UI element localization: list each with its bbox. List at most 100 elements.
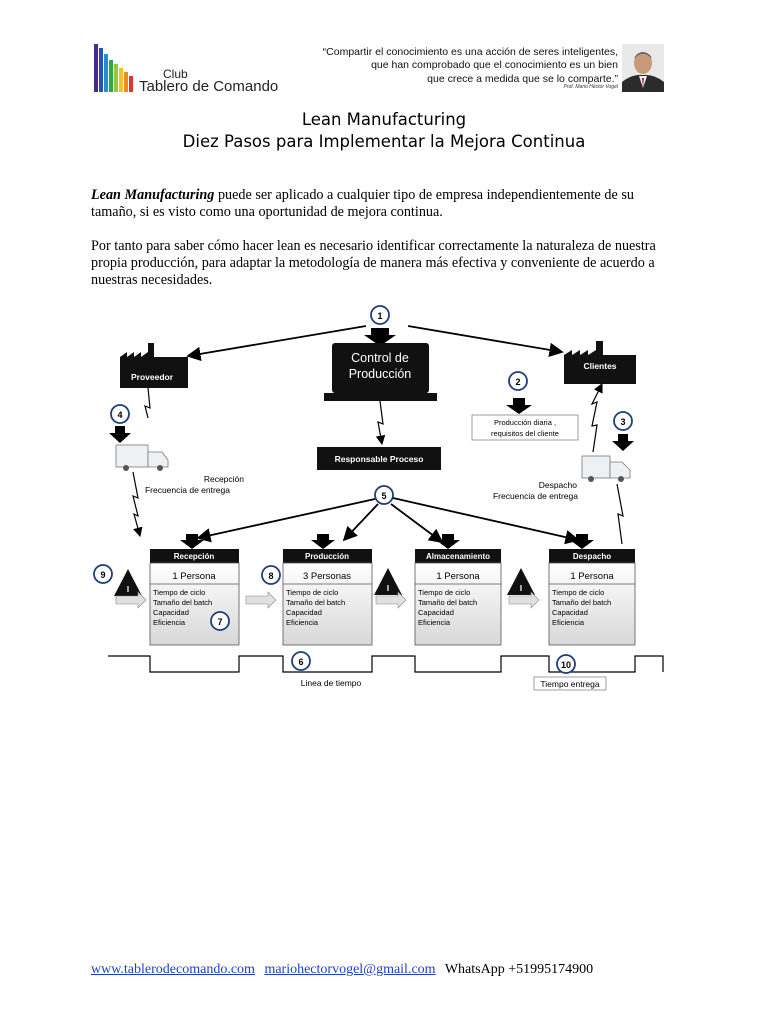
step-badge <box>374 485 394 505</box>
step-badge <box>508 371 528 391</box>
clientes-label: Clientes <box>583 361 616 371</box>
process-name: Recepción <box>174 552 215 561</box>
inventory-triangle-icon <box>374 568 402 595</box>
control-base <box>324 393 437 401</box>
step-number: 2 <box>515 377 520 387</box>
email-link[interactable]: mariohectorvogel@gmail.com <box>264 962 436 977</box>
process-name: Despacho <box>573 552 611 561</box>
logo-club-text: Club <box>163 67 188 81</box>
lean-flow-diagram: Control de Producción Proveedor Clientes… <box>88 300 678 700</box>
down-arrow-icon <box>180 534 204 549</box>
process-name: Producción <box>305 552 349 561</box>
push-arrow-icon <box>375 591 407 609</box>
push-arrow-icon <box>115 591 147 609</box>
step-badge <box>556 654 576 674</box>
timeline-label: Linea de tiempo <box>301 678 362 688</box>
page-title: Lean Manufacturing <box>301 110 467 129</box>
process-people: 1 Persona <box>172 571 216 582</box>
proveedor-label: Proveedor <box>131 372 174 382</box>
push-arrow-icon <box>508 591 540 609</box>
metric-label: Tamaño del batch <box>552 598 611 607</box>
metric-label: Tamaño del batch <box>286 598 345 607</box>
process-produccion: Producción 3 Personas Tiempo de ciclo Ta… <box>282 549 373 646</box>
control-box <box>332 343 429 393</box>
info-flow-line <box>590 382 603 453</box>
connector-line <box>186 325 367 362</box>
step-number: 6 <box>298 657 303 667</box>
connector-line <box>196 498 376 543</box>
step-number: 4 <box>117 410 122 420</box>
intro-text: puede ser aplicado a cualquier tipo de e… <box>91 187 634 220</box>
intro-emphasis: Lean Manufacturing <box>91 187 215 203</box>
quote-author: Prof. Mario Héctor Vogel <box>563 84 618 90</box>
metric-label: Eficiencia <box>418 618 451 627</box>
step-number: 7 <box>217 617 222 627</box>
metric-label: Capacidad <box>418 608 454 617</box>
step-number: 1 <box>377 311 382 321</box>
down-arrow-icon <box>436 534 460 549</box>
produccion-diaria-box <box>471 414 579 441</box>
inventory-mark: I <box>387 584 389 593</box>
step-badge <box>210 611 230 631</box>
inventory-triangle-icon <box>114 569 142 596</box>
connector-line <box>342 503 379 542</box>
step-number: 9 <box>100 570 105 580</box>
connector-line <box>390 503 444 544</box>
factory-icon <box>120 343 188 388</box>
step-number: 10 <box>561 660 571 670</box>
info-flow-line <box>144 387 151 419</box>
responsable-label: Responsable Proceso <box>335 454 424 464</box>
website-link[interactable]: www.tablerodecomando.com <box>91 962 255 977</box>
connector-line <box>407 325 564 358</box>
footer: www.tablerodecomando.com mariohectorvoge… <box>91 962 593 978</box>
despacho-note: Despacho <box>539 480 578 490</box>
step-number: 3 <box>620 417 625 427</box>
factory-icon <box>564 341 636 384</box>
metric-label: Tamaño del batch <box>153 598 212 607</box>
down-arrow-icon <box>570 534 594 549</box>
metric-label: Tamaño del batch <box>418 598 477 607</box>
truck-icon <box>581 455 631 482</box>
delivery-label: Tiempo entrega <box>540 679 599 689</box>
info-flow-line <box>616 483 624 545</box>
metric-label: Tiempo de ciclo <box>286 588 338 597</box>
process-almacenamiento: Almacenamiento 1 Persona Tiempo de ciclo… <box>414 549 502 646</box>
step-badge <box>261 565 281 585</box>
metric-label: Tiempo de ciclo <box>552 588 604 597</box>
connector-line <box>392 497 580 545</box>
quote-line: “Compartir el conocimiento es una acción… <box>322 46 618 58</box>
author-photo <box>622 44 664 92</box>
metric-label: Capacidad <box>552 608 588 617</box>
inventory-triangle-icon <box>507 568 535 595</box>
process-despacho: Despacho 1 Persona Tiempo de ciclo Tamañ… <box>548 549 636 646</box>
info-flow-line <box>132 471 143 538</box>
control-label: Producción <box>349 367 412 381</box>
inventory-mark: I <box>520 584 522 593</box>
process-people: 1 Persona <box>436 571 480 582</box>
process-name: Almacenamiento <box>426 552 490 561</box>
step-number: 8 <box>268 571 273 581</box>
metric-label: Eficiencia <box>286 618 319 627</box>
control-label: Control de <box>351 351 409 365</box>
despacho-note: Frecuencia de entrega <box>493 491 578 501</box>
recepcion-note: Frecuencia de entrega <box>145 485 230 495</box>
push-arrow-icon <box>245 591 277 609</box>
logo-bars-icon <box>94 42 136 92</box>
produccion-diaria-text: requisitos del cliente <box>491 429 559 438</box>
down-arrow-icon <box>109 426 131 443</box>
process-people: 1 Persona <box>570 571 614 582</box>
metric-label: Capacidad <box>286 608 322 617</box>
metric-label: Eficiencia <box>552 618 585 627</box>
metric-label: Capacidad <box>153 608 189 617</box>
metric-label: Eficiencia <box>153 618 186 627</box>
metric-label: Tiempo de ciclo <box>418 588 470 597</box>
step-badge <box>291 651 311 671</box>
down-arrow-icon <box>506 398 532 414</box>
page-subtitle: Diez Pasos para Implementar la Mejora Co… <box>182 132 586 151</box>
step-badge <box>370 305 390 325</box>
down-arrow-icon <box>311 534 335 549</box>
truck-icon <box>115 444 169 471</box>
step-badge <box>613 411 633 431</box>
produccion-diaria-text: Producción diaria , <box>494 418 556 427</box>
step-badge <box>93 564 113 584</box>
